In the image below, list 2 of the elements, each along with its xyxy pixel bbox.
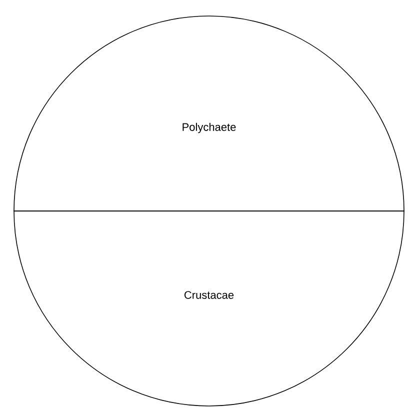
semicircle-region: Polychaete	[14, 16, 404, 212]
semicircle-region: Crustacae	[14, 210, 404, 406]
